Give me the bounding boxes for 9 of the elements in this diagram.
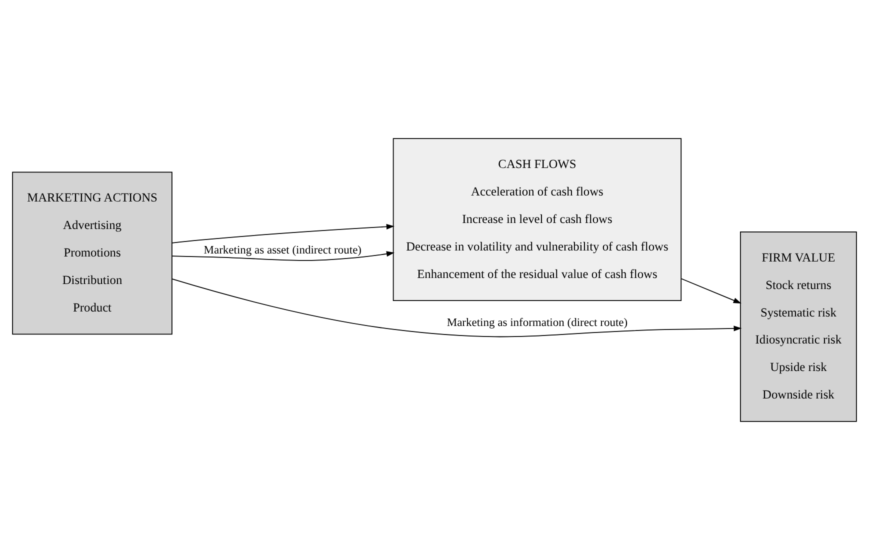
arrow bbox=[172, 250, 394, 260]
node-box: CASH FLOWS Acceleration of cash flows Increase in level of cash flows Decrease in volatility and vulnerability of cash flows Enhancement of the residual value of cash flows bbox=[392, 138, 682, 301]
arrow bbox=[681, 278, 742, 304]
edge-label: Marketing as asset (indirect route) bbox=[204, 244, 362, 256]
node-box: MARKETING ACTIONS Advertising Promotions Distribution Product bbox=[12, 171, 172, 334]
edge-label: Marketing as information (direct route) bbox=[446, 316, 628, 329]
arrow bbox=[172, 278, 742, 337]
arrow bbox=[172, 223, 394, 243]
node-box: FIRM VALUE Stock returns Systematic risk Idiosyncratic risk Upside risk Downside risk bbox=[740, 231, 857, 422]
